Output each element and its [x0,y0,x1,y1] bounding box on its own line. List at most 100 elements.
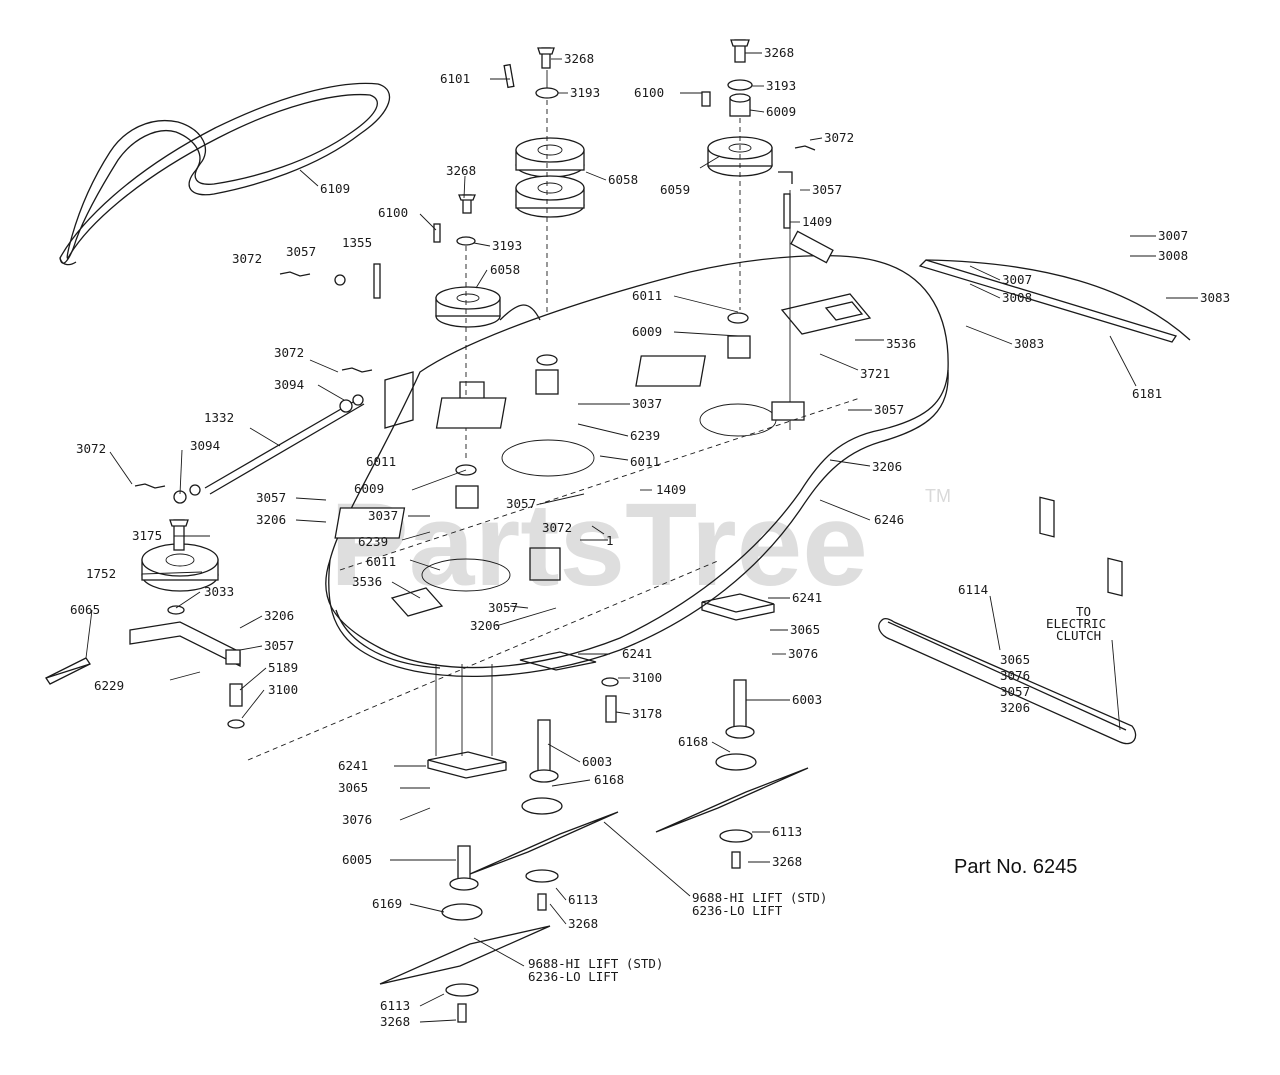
callout-6003-b: 6003 [792,692,822,707]
callout-3057-f: 3057 [488,600,518,615]
callout-6113-a: 6113 [772,824,802,839]
callout-3206-b: 3206 [256,512,286,527]
callout-3057-h: 3057 [1000,684,1030,699]
callout-1: 1 [606,533,614,548]
callout-6246: 6246 [874,512,904,527]
callout-3057-b: 3057 [286,244,316,259]
callout-3057-d: 3057 [256,490,286,505]
leader-lines [85,52,1198,1023]
callout-6100-b: 6100 [378,205,408,220]
callout-3072-b: 3072 [232,251,262,266]
callout-1355: 1355 [342,235,372,250]
callout-1409-b: 1409 [656,482,686,497]
callout-3193-a: 3193 [570,85,600,100]
callout-6239-b: 6239 [358,534,388,549]
idler-pulleys-6058 [503,47,585,312]
callout-3057-e: 3057 [506,496,536,511]
callout-6101: 6101 [440,71,470,86]
callout-clutch: CLUTCH [1056,628,1101,643]
callout-6109: 6109 [320,181,350,196]
callout-6169: 6169 [372,896,402,911]
spindles-and-blades [247,397,861,1023]
callout-3057-c: 3057 [874,402,904,417]
drive-pulley-6059 [701,39,773,310]
callout-3033: 3033 [204,584,234,599]
callout-3206-d: 3206 [264,608,294,623]
callout-6058-a: 6058 [608,172,638,187]
callout-3206-a: 3206 [872,459,902,474]
callout-6113-c: 6113 [380,998,410,1013]
drive-belt-6114 [878,618,1137,745]
callout-3193-b: 3193 [766,78,796,93]
callout-6241-a: 6241 [338,758,368,773]
callout-6229: 6229 [94,678,124,693]
callout-3083-a: 3083 [1200,290,1230,305]
callout-3094-b: 3094 [190,438,220,453]
callout-1332: 1332 [204,410,234,425]
callout-lo-lift-a: 6236-LO LIFT [692,903,783,918]
callout-hi-lift-a: 9688-HI LIFT (STD) [692,890,827,905]
callout-3268-f: 3268 [380,1014,410,1029]
callout-hi-lift-b: 9688-HI LIFT (STD) [528,956,663,971]
callout-3268-b: 3268 [764,45,794,60]
callout-3076-a: 3076 [342,812,372,827]
callout-3206-c: 3206 [470,618,500,633]
callout-6009-a: 6009 [766,104,796,119]
watermark-text: PartsTree [330,479,868,611]
callout-3100-a: 3100 [268,682,298,697]
callout-to: TO [1076,604,1091,619]
callout-6239-a: 6239 [630,428,660,443]
callout-6009-c: 6009 [354,481,384,496]
callout-6058-b: 6058 [490,262,520,277]
callout-3072-e: 3072 [542,520,572,535]
callout-6003-a: 6003 [582,754,612,769]
watermark-trademark: TM [925,486,951,506]
callout-3076-b: 3076 [788,646,818,661]
callout-6181: 6181 [1132,386,1162,401]
callout-3007-b: 3007 [1002,272,1032,287]
callout-3206-e: 3206 [1000,700,1030,715]
callout-3057-g: 3057 [264,638,294,653]
callout-3721: 3721 [860,366,890,381]
callout-3065-c: 3065 [1000,652,1030,667]
callout-3536-b: 3536 [352,574,382,589]
callout-3037-b: 3037 [368,508,398,523]
mower-deck-6246 [325,190,949,678]
callout-6009-b: 6009 [632,324,662,339]
callout-6011-a: 6011 [632,288,662,303]
callout-3178: 3178 [632,706,662,721]
callout-6114: 6114 [958,582,988,597]
callout-6113-b: 6113 [568,892,598,907]
callout-3072-a: 3072 [824,130,854,145]
callout-6241-c: 6241 [792,590,822,605]
callout-1409-a: 1409 [802,214,832,229]
callout-3268-c: 3268 [446,163,476,178]
callout-3065-b: 3065 [790,622,820,637]
callout-6059: 6059 [660,182,690,197]
callout-3072-c: 3072 [274,345,304,360]
callout-1752: 1752 [86,566,116,581]
callout-3083-b: 3083 [1014,336,1044,351]
callout-3536-a: 3536 [886,336,916,351]
callout-3037-a: 3037 [632,396,662,411]
callout-labels: 3268 3193 6101 6058 3268 3193 6100 6009 … [70,45,1230,1029]
callout-3100-b: 3100 [632,670,662,685]
callout-6241-b: 6241 [622,646,652,661]
callout-6168-a: 6168 [678,734,708,749]
callout-3065-a: 3065 [338,780,368,795]
callout-3008-b: 3008 [1002,290,1032,305]
callout-6005: 6005 [342,852,372,867]
callout-3268-d: 3268 [772,854,802,869]
callout-3268-a: 3268 [564,51,594,66]
callout-3007-a: 3007 [1158,228,1188,243]
idler-arm-assembly [45,519,245,729]
callout-lo-lift-b: 6236-LO LIFT [528,969,619,984]
callout-6011-d: 6011 [366,554,396,569]
callout-3008-a: 3008 [1158,248,1188,263]
callout-3268-e: 3268 [568,916,598,931]
callout-electric: ELECTRIC [1046,616,1106,631]
callout-3193-c: 3193 [492,238,522,253]
callout-3175: 3175 [132,528,162,543]
callout-6100-a: 6100 [634,85,664,100]
